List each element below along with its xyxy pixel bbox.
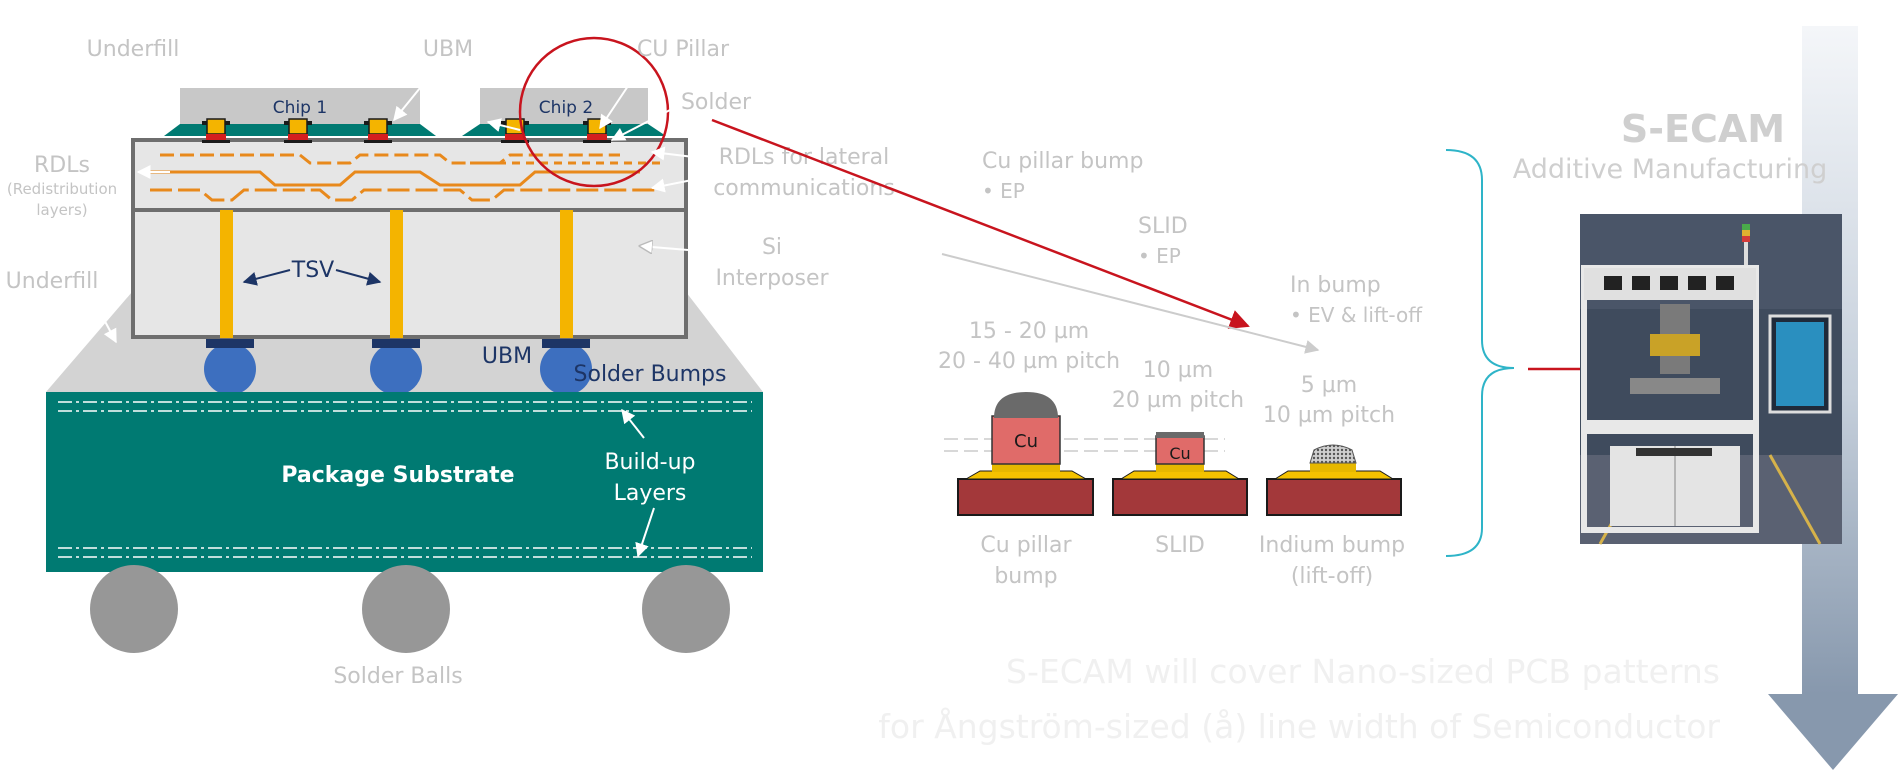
label-tsv: TSV xyxy=(291,258,334,283)
label-chip-1: Chip 1 xyxy=(273,98,327,118)
label-underfill-left: Underfill xyxy=(6,269,99,294)
label-rdls-lateral-2: communications xyxy=(713,176,895,201)
label-ubm-top: UBM xyxy=(423,37,473,62)
label-interposer: Interposer xyxy=(715,266,829,291)
solder-balls xyxy=(90,565,730,653)
in-bump-title: In bump xyxy=(1290,273,1381,298)
cu-symbol: Cu xyxy=(1014,431,1038,452)
slid-illustration: Cu xyxy=(1112,432,1248,516)
grouping-brace xyxy=(1445,149,1515,557)
tsv-vias xyxy=(220,210,573,338)
secam-title: S-ECAM xyxy=(1621,107,1785,151)
cu-pillar-illustration: Cu xyxy=(957,392,1094,516)
label-solder-bumps: Solder Bumps xyxy=(574,362,727,387)
cu-size: 15 - 20 µm xyxy=(969,319,1089,344)
slid-size: 10 µm xyxy=(1143,358,1213,383)
slid-pitch: 20 µm pitch xyxy=(1112,388,1244,413)
label-ubm-bottom: UBM xyxy=(482,344,532,369)
label-package-substrate: Package Substrate xyxy=(281,463,514,488)
label-buildup-2: Layers xyxy=(614,481,687,506)
label-solder-balls: Solder Balls xyxy=(333,664,462,689)
bump-types: Cu pillar bump • EP SLID • EP In bump • … xyxy=(938,149,1423,589)
indium-bump-label-2: (lift-off) xyxy=(1291,564,1373,589)
indium-bump-label: Indium bump xyxy=(1259,533,1405,558)
cu-pillar-label: Cu pillar xyxy=(980,533,1072,558)
annotation-arrows xyxy=(99,85,703,558)
in-pitch: 10 µm pitch xyxy=(1263,403,1395,428)
scaling-arrow xyxy=(941,253,1320,354)
secam-caption-1: S-ECAM will cover Nano-sized PCB pattern… xyxy=(1006,652,1720,691)
label-solder: Solder xyxy=(681,90,752,115)
in-size: 5 µm xyxy=(1301,373,1357,398)
label-rdls-sub1: (Redistribution xyxy=(7,180,117,198)
cu-pitch: 20 - 40 µm pitch xyxy=(938,349,1120,374)
label-chip-2: Chip 2 xyxy=(539,98,593,118)
slid-method: • EP xyxy=(1138,244,1181,268)
label-cu-pillar: CU Pillar xyxy=(637,37,730,62)
label-si: Si xyxy=(762,235,782,260)
secam-caption-2: for Ångström-sized (å) line width of Sem… xyxy=(878,706,1720,746)
secam-machine-photo xyxy=(1580,214,1842,545)
micro-bumps xyxy=(202,118,611,143)
package-cross-section: Underfill UBM CU Pillar Solder Chip 1 Ch… xyxy=(6,36,895,689)
slid-title: SLID xyxy=(1138,214,1188,239)
cu-pillar-method: • EP xyxy=(982,179,1025,203)
cu-pillar-title: Cu pillar bump xyxy=(982,149,1143,174)
solder-bumps xyxy=(204,338,592,395)
cu-pillar-label-2: bump xyxy=(994,564,1057,589)
label-rdls: RDLs xyxy=(34,153,90,178)
label-buildup-1: Build-up xyxy=(604,450,695,475)
secam-subtitle: Additive Manufacturing xyxy=(1513,154,1828,185)
indium-bump-illustration xyxy=(1266,444,1402,516)
label-rdls-sub2: layers) xyxy=(36,201,87,219)
label-underfill-top: Underfill xyxy=(87,37,180,62)
slid-label: SLID xyxy=(1155,533,1205,558)
zoom-arrow xyxy=(711,118,1250,329)
in-bump-method: • EV & lift-off xyxy=(1290,303,1423,327)
rdl-traces xyxy=(150,153,660,202)
slid-symbol: Cu xyxy=(1169,444,1190,463)
height-reference-lines xyxy=(944,438,1225,452)
label-rdls-lateral-1: RDLs for lateral xyxy=(719,145,890,170)
si-interposer xyxy=(131,138,688,339)
